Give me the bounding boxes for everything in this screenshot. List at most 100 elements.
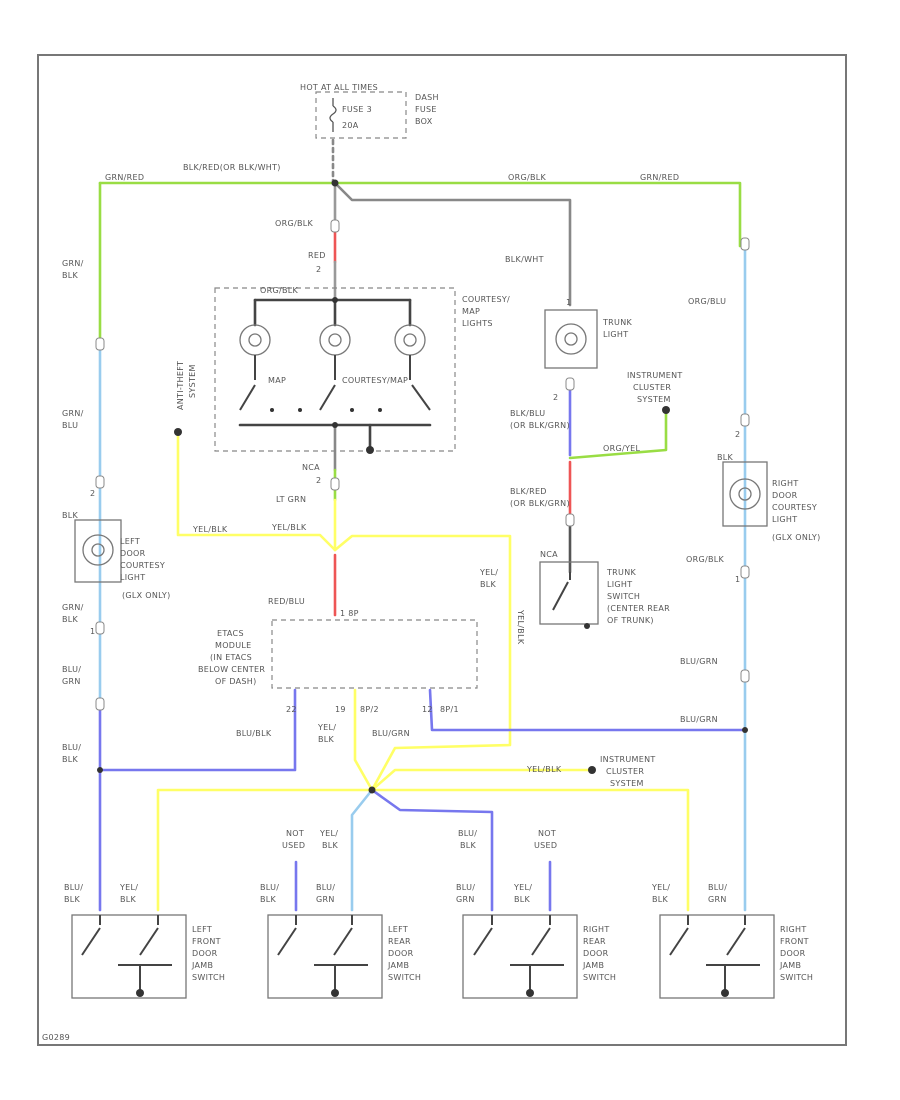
connector-label: NCA [302, 463, 320, 472]
splice-dot [332, 422, 338, 428]
component-label: OF TRUNK) [607, 616, 654, 625]
wire-hub-rr [370, 788, 494, 912]
component-label: SWITCH [607, 592, 640, 601]
component-label: MAP [462, 307, 480, 316]
wire-blk-wht-trunk [333, 181, 572, 307]
component-label: TRUNK [606, 568, 636, 577]
wire-blu-grn-12 [428, 688, 747, 732]
component-label: LEFT [388, 925, 408, 934]
wire-color-label: ORG/BLU [688, 297, 726, 306]
component-label: RIGHT [780, 925, 807, 934]
wire-color-label: GRN [62, 677, 81, 686]
pin-label: 2 [90, 489, 95, 498]
wire-color-label: NOT [286, 829, 304, 838]
component-label: JAMB [779, 961, 801, 970]
switch-label: COURTESY/MAP [342, 376, 408, 385]
instrument-cluster-connector-icon [662, 406, 670, 414]
component-label: SYSTEM [637, 395, 671, 404]
wire-color-label: BLU [62, 421, 78, 430]
component-label: FRONT [780, 937, 809, 946]
component-label: JAMB [582, 961, 604, 970]
component-label: FRONT [192, 937, 221, 946]
wire-color-label: USED [282, 841, 305, 850]
diagram-frame [37, 54, 847, 1046]
left-rear-jamb-switch-icon [267, 914, 383, 999]
wire-color-label: BLK [480, 580, 497, 589]
wire-color-label: GRN [316, 895, 335, 904]
component-label: RIGHT [772, 479, 799, 488]
splice-dot [368, 786, 376, 794]
component-label: RIGHT [583, 925, 610, 934]
anti-theft-label: ANTI-THEFT [176, 361, 185, 410]
wire-color-label: BLK [62, 511, 79, 520]
figure-id: G0289 [42, 1033, 70, 1042]
component-label: DOOR [388, 949, 414, 958]
component-label: COURTESY [120, 561, 165, 570]
component-label: LIGHT [603, 330, 628, 339]
wire-color-label: BLK [322, 841, 339, 850]
map-switch-icon [239, 355, 431, 412]
wire-color-label: BLK [318, 735, 335, 744]
wire-color-label: YEL/BLK [271, 523, 307, 532]
courtesy-map-box-outline [214, 287, 456, 452]
wire-color-label: RED [308, 251, 326, 260]
wire-color-label: BLK/WHT [505, 255, 544, 264]
left-front-jamb-switch-icon [71, 914, 187, 999]
component-label: LIGHT [120, 573, 145, 582]
component-label: SWITCH [192, 973, 225, 982]
fuse-amps-label: 20A [342, 121, 359, 130]
component-label: DOOR [120, 549, 146, 558]
etacs-label: (IN ETACS [210, 653, 252, 662]
wire-color-label: BLU/ [62, 743, 81, 752]
wire-color-label: GRN/ [62, 259, 84, 268]
pin-label: 1 [735, 575, 740, 584]
wire-color-label: USED [534, 841, 557, 850]
component-label: CLUSTER [633, 383, 671, 392]
component-label: SYSTEM [610, 779, 644, 788]
connector-label: NCA [540, 550, 558, 559]
wire-hub-left [156, 788, 374, 912]
wire-color-label: BLU/ [316, 883, 335, 892]
fuse-icon [329, 98, 337, 132]
wire-yel-blk-right [333, 534, 512, 792]
dash-fuse-box-label: DASH [415, 93, 439, 102]
component-label: LIGHT [607, 580, 632, 589]
pin-label: 2 [316, 265, 321, 274]
wire-blu-blk-22 [98, 688, 297, 772]
splice-dot [332, 297, 338, 303]
dash-fuse-box-label: BOX [415, 117, 433, 126]
component-label: SWITCH [583, 973, 616, 982]
wire-color-label: ORG/BLK [260, 286, 298, 295]
wire-color-label: BLK [652, 895, 669, 904]
pin-label: 2 [553, 393, 558, 402]
pin-label: 19 [335, 705, 346, 714]
wire-color-label: BLK [120, 895, 137, 904]
pin-label: 2 [316, 476, 321, 485]
wire-color-label: YEL/ [119, 883, 138, 892]
wire-color-label: ORG/BLK [275, 219, 313, 228]
component-label: (GLX ONLY) [122, 591, 170, 600]
component-label: INSTRUMENT [627, 371, 683, 380]
component-label: REAR [388, 937, 411, 946]
etacs-box-outline [271, 619, 478, 689]
component-label: JAMB [191, 961, 213, 970]
wire-color-label: YEL/ [513, 883, 532, 892]
wire-color-label: BLK [64, 895, 81, 904]
component-label: (GLX ONLY) [772, 533, 820, 542]
etacs-label: OF DASH) [215, 677, 257, 686]
wire-color-label: LT GRN [276, 495, 306, 504]
right-front-jamb-switch-icon [659, 914, 775, 999]
wire-color-label: BLU/GRN [680, 715, 718, 724]
etacs-label: MODULE [215, 641, 252, 650]
wire-color-label: YEL/ [651, 883, 670, 892]
component-label: JAMB [387, 961, 409, 970]
left-door-light-icon [74, 519, 122, 583]
wire-color-label: BLU/GRN [680, 657, 718, 666]
wire-yel-blk-19 [353, 688, 374, 792]
component-label: LEFT [120, 537, 140, 546]
wire-color-label: BLU/ [260, 883, 279, 892]
anti-theft-label: SYSTEM [188, 364, 197, 398]
wire-color-label: YEL/BLK [516, 609, 525, 645]
instrument-cluster-connector-icon [588, 766, 596, 774]
